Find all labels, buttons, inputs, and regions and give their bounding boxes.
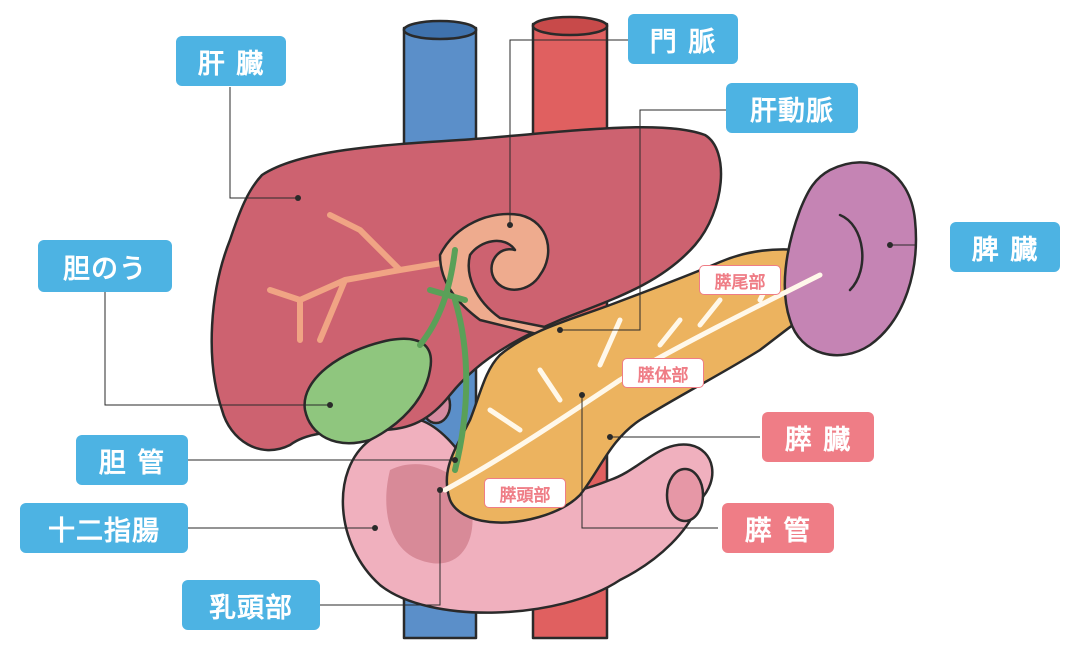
- label-pancreas: 膵 臓: [762, 412, 874, 462]
- label-duodenum: 十二指腸: [20, 503, 188, 553]
- label-bile-duct: 胆 管: [76, 435, 188, 485]
- label-hepatic-artery: 肝動脈: [726, 83, 858, 133]
- label-papilla: 乳頭部: [182, 580, 320, 630]
- spleen: [785, 162, 916, 355]
- label-pancreatic-duct: 膵 管: [722, 503, 834, 553]
- label-spleen: 脾 臓: [950, 222, 1060, 272]
- sublabel-pancreas-tail: 膵尾部: [699, 265, 781, 295]
- duodenum-opening: [667, 469, 703, 521]
- sublabel-pancreas-head: 膵頭部: [484, 478, 566, 508]
- label-liver: 肝 臓: [176, 36, 286, 86]
- sublabel-pancreas-body: 膵体部: [622, 358, 704, 388]
- label-gallbladder: 胆のう: [38, 240, 172, 292]
- label-portal-vein: 門 脈: [628, 14, 738, 64]
